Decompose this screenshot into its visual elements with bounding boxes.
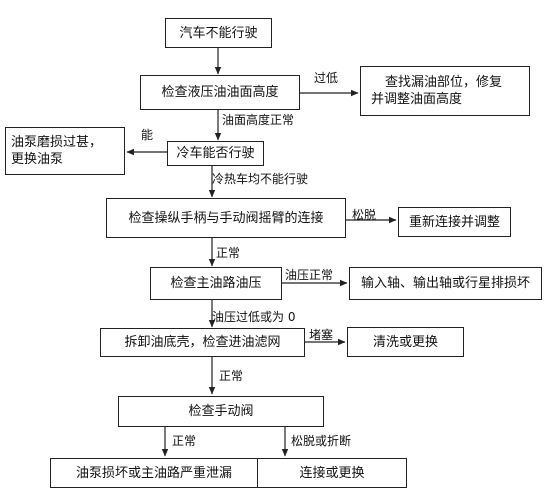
box-check-pressure: 检查主油路油压 <box>150 267 282 300</box>
box-pump-leak: 油泵损坏或主油路严重泄漏 <box>50 458 258 488</box>
box-check-linkage: 检查操纵手柄与手动阀摇臂的连接 <box>106 198 346 238</box>
label-neither-runs: 冷热车均不能行驶 <box>212 172 309 186</box>
label-normal-2: 正常 <box>219 369 244 383</box>
label-can: 能 <box>141 128 154 142</box>
label-level-normal: 油面高度正常 <box>222 113 295 127</box>
label-loose-broken: 松脱或折断 <box>291 434 352 448</box>
box-remove-pan: 拆卸油底壳，检查进油滤网 <box>100 328 305 357</box>
box-cold-run: 冷车能否行驶 <box>167 141 264 166</box>
box-reconnect: 重新连接并调整 <box>398 207 511 237</box>
label-normal-3: 正常 <box>172 434 197 448</box>
label-pressure-low: 油压过低或为 0 <box>212 310 296 324</box>
box-clean-replace: 清洗或更换 <box>347 327 464 357</box>
label-loose: 松脱 <box>352 208 377 222</box>
box-pump-worn: 油泵磨损过甚， 更换油泵 <box>5 127 125 175</box>
label-too-low: 过低 <box>314 71 339 85</box>
label-normal-1: 正常 <box>216 246 241 260</box>
label-pressure-normal: 油压正常 <box>285 268 334 282</box>
box-find-leak: 查找漏油部位，修复 并调整油面高度 <box>360 66 530 116</box>
label-blocked: 堵塞 <box>309 328 334 342</box>
box-start: 汽车不能行驶 <box>165 18 272 48</box>
box-check-level: 检查液压油油面高度 <box>140 75 300 110</box>
box-shaft-damage: 输入轴、输出轴或行星排损坏 <box>349 267 542 300</box>
box-check-manual-valve: 检查手动阀 <box>118 396 324 427</box>
box-connect-replace: 连接或更换 <box>257 458 407 488</box>
